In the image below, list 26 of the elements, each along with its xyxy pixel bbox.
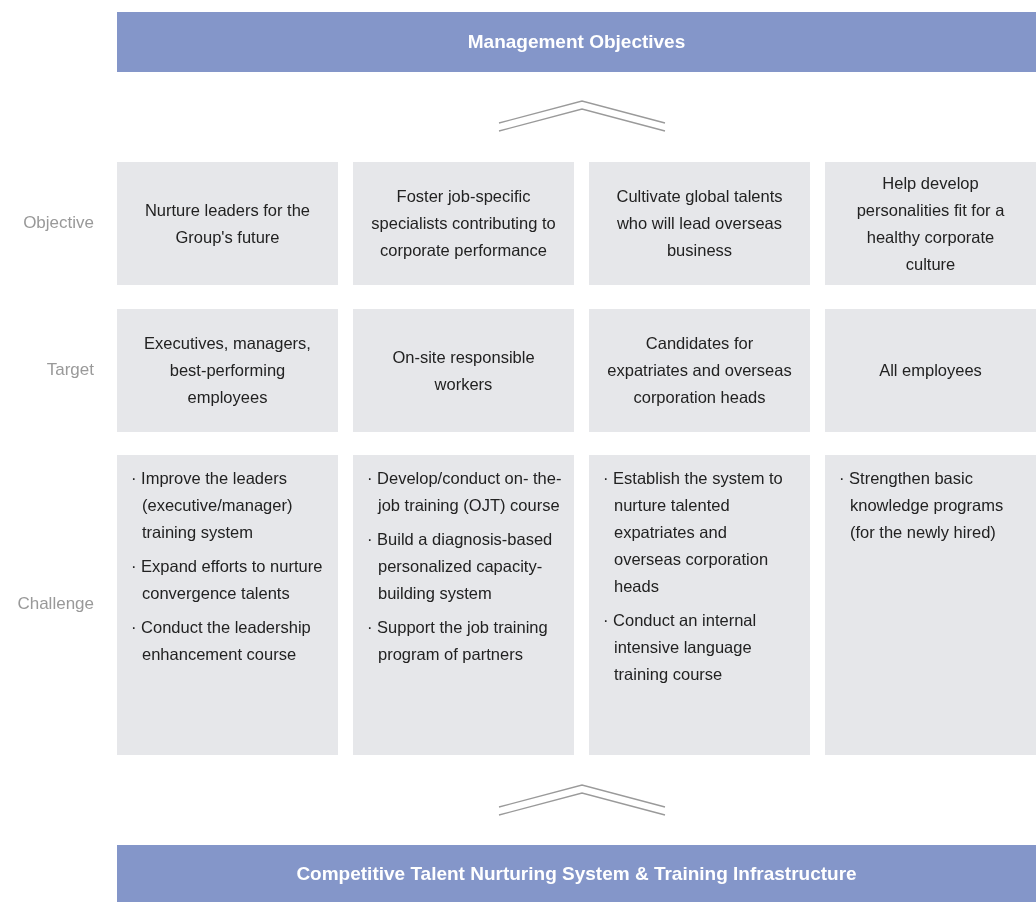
grid-cell: Nurture leaders for the Group's future [117, 162, 338, 285]
row-label: Challenge [17, 594, 94, 614]
grid-cell [353, 455, 574, 755]
grid-cell: All employees [825, 309, 1036, 432]
bullet-item: · Establish the system to nurture talented expatriates and overseas corporation heads [603, 468, 784, 597]
grid-cell: Cultivate global talents who will lead overseas business [589, 162, 810, 285]
grid-cell: Executives, managers, best-performing employees [117, 309, 338, 432]
bullet-item: · Conduct an internal intensive language training course [603, 610, 758, 685]
title-band: Competitive Talent Nurturing System & Training Infrastructure [117, 845, 1036, 902]
grid-cell: Help develop personalities fit for a healthy corporate culture [825, 162, 1036, 285]
bullet-item: · Strengthen basic knowledge programs (for the newly hired) [839, 468, 1005, 543]
grid-cell: Candidates for expatriates and overseas corporation heads [589, 309, 810, 432]
bullet-item: · Develop/conduct on- the-job training (OJT) course [367, 468, 562, 516]
title-band: Management Objectives [117, 12, 1036, 72]
bullet-item: · Expand efforts to nurture convergence talents [131, 556, 324, 604]
grid-cell [117, 455, 338, 755]
bullet-item: · Support the job training program of partners [367, 617, 549, 665]
bullet-item: · Conduct the leadership enhancement course [131, 617, 312, 665]
bullet-item: · Improve the leaders (executive/manager) training system [131, 468, 294, 543]
grid-cell [589, 455, 810, 755]
bullet-item: · Build a diagnosis-based personalized capacity- building system [367, 529, 554, 604]
row-label: Objective [23, 213, 94, 233]
row-label: Target [46, 360, 94, 380]
grid-cell: Foster job-specific specialists contributing to corporate performance [353, 162, 574, 285]
grid-cell [825, 455, 1036, 755]
grid-cell: On-site responsible workers [353, 309, 574, 432]
